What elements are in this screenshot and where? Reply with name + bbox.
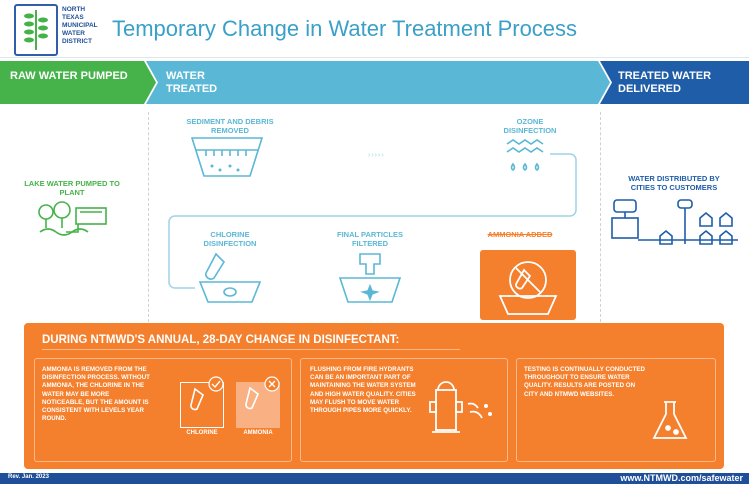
page-title: Temporary Change in Water Treatment Proc… xyxy=(112,16,578,41)
chlorine-basin-icon xyxy=(198,252,262,303)
stage-raw-label: Raw Water Pumped xyxy=(10,70,128,82)
panel-title-rule xyxy=(42,349,460,350)
test-flask-icon xyxy=(652,401,688,439)
step-chlorine-label: Chlorine Disinfection xyxy=(203,230,257,248)
step-filtered-label: Final Particles Filtered xyxy=(337,230,403,248)
revision-date: Rev. Jan. 2023 xyxy=(8,474,49,480)
header-divider xyxy=(0,57,749,58)
step-distributed-label: Water Distributed by Cities to Customers xyxy=(628,174,720,192)
divider-left xyxy=(148,112,149,322)
step-lake-label: Lake Water Pumped to Plant xyxy=(24,179,120,197)
ammonia-flask-icon xyxy=(245,386,259,410)
info-text-ammonia: Ammonia is removed from the disinfection… xyxy=(42,366,150,423)
ammonia-tile-label: Ammonia xyxy=(243,430,273,436)
band-delivered xyxy=(600,61,749,104)
info-box-testing xyxy=(516,358,716,462)
flow-connector xyxy=(168,153,577,289)
ozone-icon xyxy=(506,139,544,171)
lake-plant-icon xyxy=(38,201,107,236)
step-sediment-label: Sediment and Debris Removed xyxy=(186,117,274,135)
chlorine-tile-label: Chlorine xyxy=(186,430,218,436)
disinfectant-change-panel xyxy=(24,323,724,469)
divider-right xyxy=(600,112,601,322)
panel-title: During NTMWD's Annual, 28-Day Change in … xyxy=(42,334,400,346)
fire-hydrant-icon xyxy=(429,381,492,433)
step-ozone-label: Ozone Disinfection xyxy=(503,117,557,135)
info-box-ammonia xyxy=(34,358,292,462)
ammonia-highlight-box xyxy=(480,250,576,320)
distribution-icon xyxy=(611,199,738,245)
footer-bar xyxy=(0,473,749,484)
band-raw xyxy=(0,61,156,104)
info-box-flushing xyxy=(300,358,508,462)
logo-text: North Texas Municipal Water District xyxy=(62,6,108,46)
stage-delivered-label: Treated Water Delivered xyxy=(618,70,712,95)
chlorine-flask-icon xyxy=(190,387,204,411)
chlorine-tile xyxy=(180,382,224,428)
x-mark-icon xyxy=(264,376,280,392)
ammonia-removed-icon xyxy=(498,261,558,315)
flow-arrow-top: ››››› xyxy=(368,152,385,159)
step-ammonia-label: Ammonia Added xyxy=(487,230,553,239)
filter-basin-icon xyxy=(338,253,402,303)
logo-line: Municipal xyxy=(62,22,98,29)
plant-logo-icon xyxy=(24,10,48,50)
stage-treated-label: Water Treated xyxy=(166,70,218,95)
logo-line: North xyxy=(62,6,86,13)
stage-bands xyxy=(0,61,749,104)
logo-line: District xyxy=(62,38,92,45)
ntmwd-logo xyxy=(14,4,58,56)
info-text-flushing: Flushing from fire hydrants can be an im… xyxy=(310,366,416,415)
sediment-basin-icon xyxy=(190,137,264,177)
logo-line: Water xyxy=(62,30,85,37)
band-treated xyxy=(146,61,610,104)
website-link[interactable]: www.NTMWD.com/safewater xyxy=(620,473,743,483)
info-text-testing: Testing is continually conducted through… xyxy=(524,366,646,398)
logo-line: Texas xyxy=(62,14,84,21)
checkmark-icon xyxy=(208,376,224,392)
